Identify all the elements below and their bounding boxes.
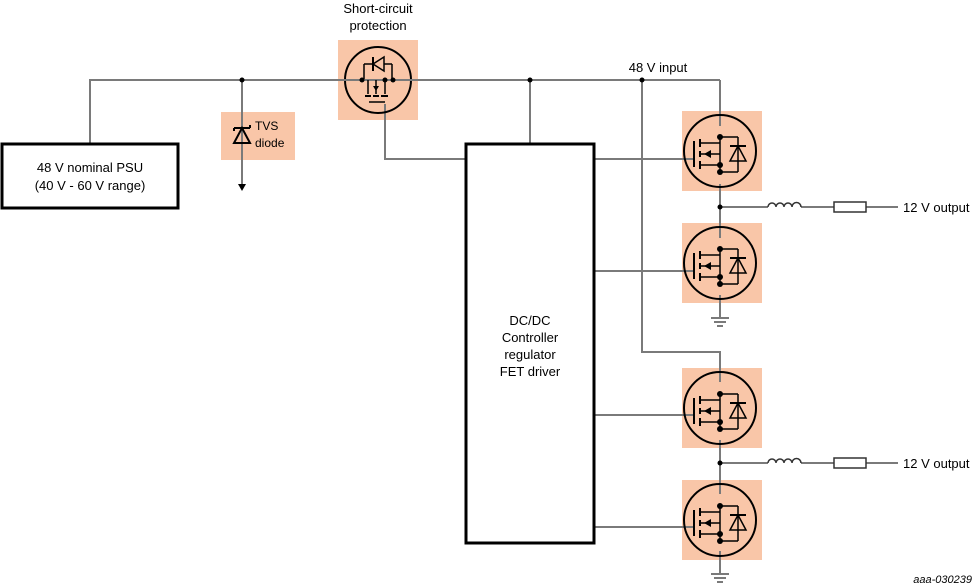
- wires: [89, 79, 898, 574]
- junction-dot: [717, 460, 723, 466]
- tvs-highlight: [221, 112, 295, 160]
- junction-dot: [239, 77, 245, 83]
- inductor-2-icon: [767, 457, 802, 464]
- reference-code: aaa-030239: [913, 574, 972, 586]
- ground-icon: [710, 573, 730, 583]
- psu-block: [0, 142, 180, 210]
- psu-label-line2: (40 V - 60 V range): [35, 178, 146, 193]
- output-2-label: 12 V output: [903, 456, 970, 471]
- short-circuit-label-line2: protection: [349, 18, 406, 33]
- controller-label-line3: regulator: [504, 347, 556, 362]
- short-circuit-label-line1: Short-circuit: [343, 1, 413, 16]
- junction-dot: [639, 77, 645, 83]
- tvs-label-line1: TVS: [255, 119, 278, 133]
- inductor-1-icon: [767, 201, 802, 208]
- short-circuit-mosfet-icon: [342, 46, 416, 114]
- resistor-2-icon: [833, 457, 867, 469]
- psu-label-line1: 48 V nominal PSU: [37, 160, 143, 175]
- ground-icon: [710, 317, 730, 327]
- output-1-label: 12 V output: [903, 200, 970, 215]
- controller-label-line1: DC/DC: [509, 313, 550, 328]
- controller-label-line2: Controller: [502, 330, 559, 345]
- tvs-diode-icon: [232, 125, 252, 191]
- resistor-1-icon: [833, 201, 867, 213]
- controller-block: [464, 142, 596, 545]
- controller-label-line4: FET driver: [500, 364, 561, 379]
- input-label: 48 V input: [629, 60, 688, 75]
- junction-dot: [717, 204, 723, 210]
- tvs-label-line2: diode: [255, 136, 285, 150]
- junction-dot: [527, 77, 533, 83]
